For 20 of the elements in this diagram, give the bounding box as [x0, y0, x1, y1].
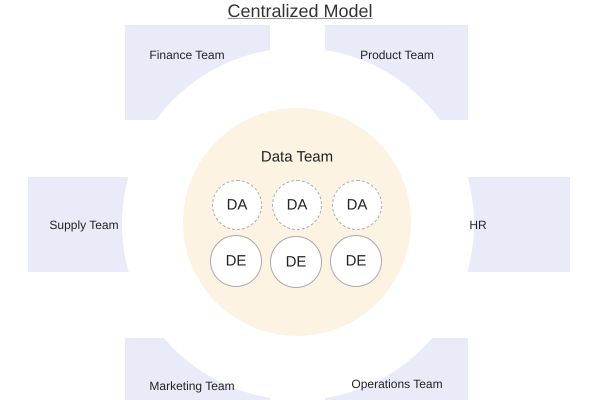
- role-circle: [272, 180, 322, 230]
- role-label: DA: [226, 196, 248, 214]
- group-title: Data Team: [260, 148, 334, 166]
- team-label: HR: [469, 218, 487, 232]
- team-label: Finance Team: [149, 48, 225, 62]
- team-label: Product Team: [360, 48, 434, 62]
- role-circle: [330, 235, 382, 287]
- role-label: DE: [286, 254, 306, 270]
- role-circle: [210, 235, 262, 287]
- role-circle: [270, 236, 322, 288]
- role-label: DE: [346, 252, 366, 270]
- team-label: Supply Team: [49, 218, 119, 232]
- role-label: DA: [286, 196, 308, 214]
- team-label: Marketing Team: [149, 379, 235, 393]
- role-circle: [212, 180, 262, 230]
- role-circle: [332, 180, 382, 230]
- title: Centralized Model: [227, 0, 373, 22]
- role-label: DA: [346, 196, 368, 214]
- role-label: DE: [226, 252, 246, 270]
- team-label: Operations Team: [351, 377, 443, 391]
